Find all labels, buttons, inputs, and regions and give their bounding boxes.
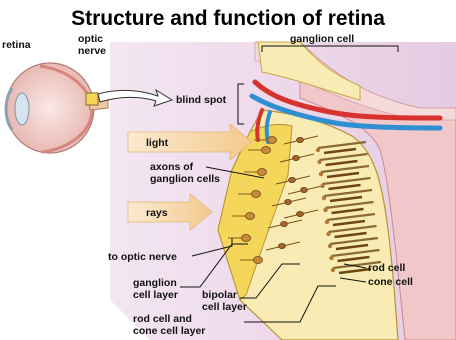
rod-cone-layer-label-line1: rod cell and xyxy=(133,313,192,325)
photoreceptor-nucleus xyxy=(319,172,323,176)
rod-cell-label: rod cell xyxy=(368,262,405,274)
blind-spot-zoom-box xyxy=(86,93,98,105)
photoreceptor-nucleus xyxy=(322,196,326,200)
bipolar-layer-label-line2: cell layer xyxy=(202,301,247,313)
eye-lens xyxy=(15,93,29,125)
photoreceptor-nucleus xyxy=(323,208,327,212)
axons-label-line2: ganglion cells xyxy=(150,173,220,185)
photoreceptor-nucleus xyxy=(328,244,332,248)
eye-illustration xyxy=(6,63,108,153)
ganglion-layer-label-line1: ganglion xyxy=(133,277,177,289)
photoreceptor-nucleus xyxy=(316,148,320,152)
diagram-title: Structure and function of retina xyxy=(71,7,385,30)
bipolar-cell xyxy=(279,243,286,248)
bipolar-cell xyxy=(293,155,300,160)
cone-cell-label: cone cell xyxy=(368,276,413,288)
bipolar-cell xyxy=(301,187,308,192)
optic-nerve-label-line1: optic xyxy=(78,33,103,45)
bipolar-layer-label-line1: bipolar xyxy=(202,289,237,301)
photoreceptor-nucleus xyxy=(326,232,330,236)
rod-cone-layer-label-line2: cone cell layer xyxy=(133,325,205,337)
light-label: light xyxy=(146,137,169,149)
to-optic-nerve-label: to optic nerve xyxy=(108,251,177,263)
axons-label-line1: axons of xyxy=(150,161,194,173)
photoreceptor-nucleus xyxy=(331,268,335,272)
ganglion-cell xyxy=(254,257,263,264)
bipolar-cell xyxy=(281,221,288,226)
ganglion-cell xyxy=(246,213,255,220)
retina-label: retina xyxy=(2,39,31,51)
photoreceptor-nucleus xyxy=(325,220,329,224)
ganglion-layer-label-line2: cell layer xyxy=(133,289,178,301)
ganglion-cell xyxy=(262,147,271,154)
ganglion-cell xyxy=(258,169,267,176)
ganglion-cell xyxy=(252,191,261,198)
ganglion-cell xyxy=(242,235,251,242)
ganglion-cell-label: ganglion cell xyxy=(290,33,354,45)
bipolar-cell xyxy=(289,177,296,182)
photoreceptor-nucleus xyxy=(317,160,321,164)
bipolar-cell xyxy=(297,137,304,142)
photoreceptor-nucleus xyxy=(329,256,333,260)
blind-spot-label: blind spot xyxy=(176,94,227,106)
bipolar-cell xyxy=(285,199,292,204)
optic-nerve-label-line2: nerve xyxy=(78,45,106,57)
bipolar-cell xyxy=(297,211,304,216)
ganglion-cell xyxy=(268,137,277,144)
photoreceptor-nucleus xyxy=(320,184,324,188)
rays-label: rays xyxy=(146,207,168,219)
